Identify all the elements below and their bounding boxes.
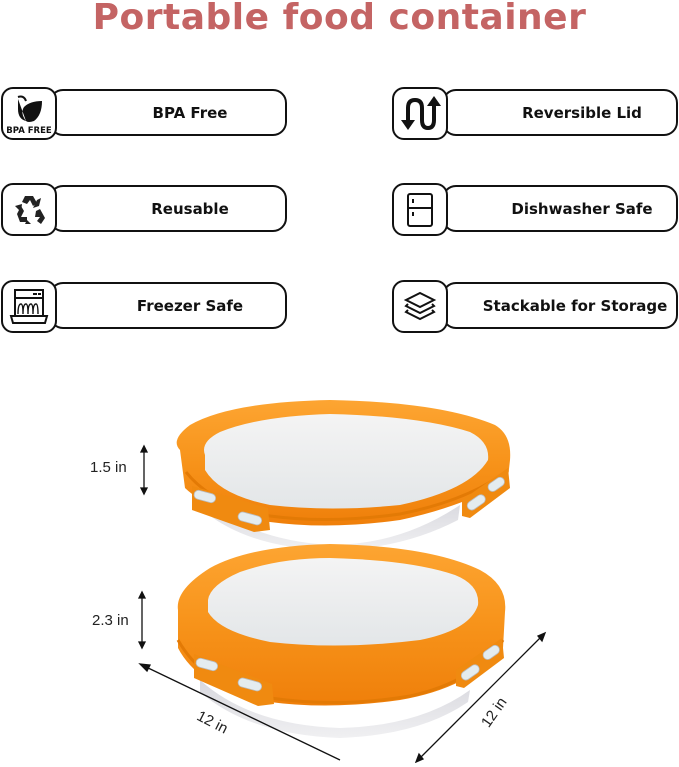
bottom-container-base — [176, 544, 506, 738]
feature-pill: Dishwasher Safe — [442, 185, 678, 232]
refrigerator-icon — [392, 183, 448, 236]
feature-label: Reusable — [151, 199, 229, 218]
dimension-base-height: 2.3 in — [92, 612, 129, 629]
feature-label: Dishwasher Safe — [511, 199, 653, 218]
feature-reusable: Reusable — [1, 183, 287, 238]
dimension-arrows — [137, 444, 547, 764]
feature-pill: Stackable for Storage — [442, 282, 678, 329]
feature-pill: Freezer Safe — [49, 282, 287, 329]
feature-pill: BPA Free — [49, 89, 287, 136]
feature-label: Stackable for Storage — [482, 296, 668, 315]
recycle-icon — [1, 183, 57, 236]
page-title: Portable food container — [92, 0, 587, 38]
feature-pill: Reusable — [49, 185, 287, 232]
reverse-arrows-icon — [392, 87, 448, 140]
feature-bpa-free: BPA Free BPA FREE — [1, 87, 287, 142]
feature-pill: Reversible Lid — [442, 89, 678, 136]
feature-freezer-safe: Freezer Safe — [1, 280, 287, 335]
bpa-free-leaf-icon: BPA FREE — [1, 87, 57, 140]
svg-text:BPA FREE: BPA FREE — [6, 126, 52, 136]
feature-dishwasher-safe: Dishwasher Safe — [392, 183, 678, 238]
dishwasher-icon — [1, 280, 57, 333]
feature-reversible-lid: Reversible Lid — [392, 87, 678, 142]
product-image — [0, 380, 679, 764]
top-container-lid — [176, 400, 511, 550]
feature-label: Freezer Safe — [136, 296, 244, 315]
stack-layers-icon — [392, 280, 448, 333]
dimension-lid-height: 1.5 in — [90, 459, 127, 476]
feature-label: BPA Free — [152, 103, 228, 122]
feature-stackable: Stackable for Storage — [392, 280, 678, 335]
feature-label: Reversible Lid — [522, 103, 642, 122]
